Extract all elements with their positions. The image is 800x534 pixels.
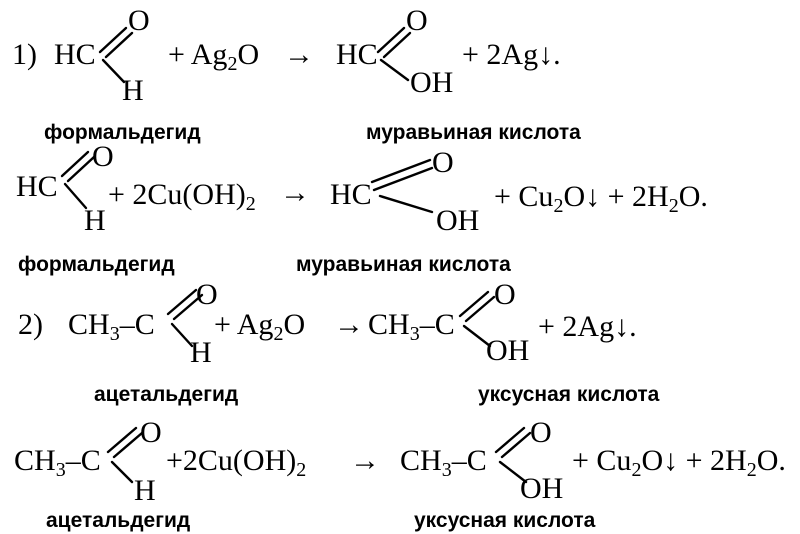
r2-reactant-name: формальдегид <box>18 253 175 276</box>
r2-product-o: O <box>432 146 454 179</box>
r4-product: CH3–C <box>400 444 487 481</box>
r1-product-name: муравьиная кислота <box>366 121 581 144</box>
r2-reactant-h-bond <box>63 182 88 210</box>
r4-reactant-o: O <box>140 416 162 449</box>
r3-product-o: O <box>494 278 516 311</box>
r2-arrow: → <box>280 176 310 209</box>
r1-reactant-h: H <box>122 74 144 107</box>
r3-reactant-h: H <box>190 336 212 369</box>
r4-product-oh: OH <box>520 472 564 505</box>
r2-product-oh: OH <box>436 204 480 237</box>
r3-product-name: уксусная кислота <box>478 383 660 406</box>
r4-reactant-double-bond-a <box>106 426 138 454</box>
r1-reactant-name: формальдегид <box>44 121 201 144</box>
r1-product-oh: OH <box>410 66 454 99</box>
r2-byproduct: + Cu2O↓ + 2H2O. <box>494 180 708 217</box>
r3-reactant-double-bond-a <box>166 288 198 316</box>
r1-product-o: O <box>406 4 428 37</box>
r4-reactant-name: ацетальдегид <box>46 509 191 532</box>
r1-reactant-h-bond <box>101 58 126 84</box>
r3-number: 2) <box>18 308 43 341</box>
r1-product-double-bond-a <box>376 26 406 54</box>
r4-product-double-bond-a <box>494 426 526 454</box>
r3-product-oh: OH <box>486 334 530 367</box>
r4-reactant: CH3–C <box>14 444 101 481</box>
r3-product: CH3–C <box>368 308 455 345</box>
r4-reactant-h: H <box>134 474 156 507</box>
r1-reactant-o: O <box>128 4 150 37</box>
r3-reactant-h-bond <box>170 322 194 348</box>
r2-product-name: муравьиная кислота <box>296 253 511 276</box>
r4-product-name: уксусная кислота <box>414 509 596 532</box>
r3-arrow: → <box>334 308 364 341</box>
r4-reactant-h-bond <box>110 460 134 484</box>
r3-reactant-name: ацетальдегид <box>94 383 239 406</box>
r1-arrow: → <box>284 38 314 71</box>
r2-reactant-double-bond-a <box>60 150 90 178</box>
r2-product-double-bond-b <box>372 166 434 192</box>
r3-product-double-bond-a <box>458 290 490 318</box>
r3-byproduct: + 2Ag↓. <box>538 310 637 343</box>
r4-reagent: +2Cu(OH)2 <box>166 444 307 481</box>
r2-reactant-group: HC <box>16 170 58 203</box>
r1-byproduct: + 2Ag↓. <box>462 38 561 71</box>
r3-reagent: + Ag2O <box>214 308 306 345</box>
r1-number: 1) <box>12 38 37 71</box>
r4-product-o: O <box>530 416 552 449</box>
r4-byproduct: + Cu2O↓ + 2H2O. <box>572 444 786 481</box>
r1-reagent: + Ag2O <box>168 38 260 75</box>
r4-reactant-double-bond-b <box>112 431 144 459</box>
r2-product-oh-bond <box>378 194 434 214</box>
r2-reactant-o: O <box>92 140 114 173</box>
r2-reagent: + 2Cu(OH)2 <box>108 178 256 215</box>
r2-reactant-double-bond-b <box>66 155 96 183</box>
r1-reactant-double-bond-a <box>98 26 128 54</box>
r4-arrow: → <box>350 444 380 477</box>
r1-product-oh-bond <box>379 58 410 82</box>
r2-reactant-h: H <box>84 204 106 237</box>
r3-reactant-o: O <box>196 278 218 311</box>
r1-product-group: HC <box>336 38 378 71</box>
r2-product-group: HC <box>330 178 372 211</box>
r3-product-double-bond-b <box>464 295 496 323</box>
r4-product-double-bond-b <box>500 431 532 459</box>
r3-reactant: CH3–C <box>68 308 155 345</box>
r1-reactant-group: HC <box>54 38 96 71</box>
r2-product-double-bond-a <box>370 158 432 184</box>
